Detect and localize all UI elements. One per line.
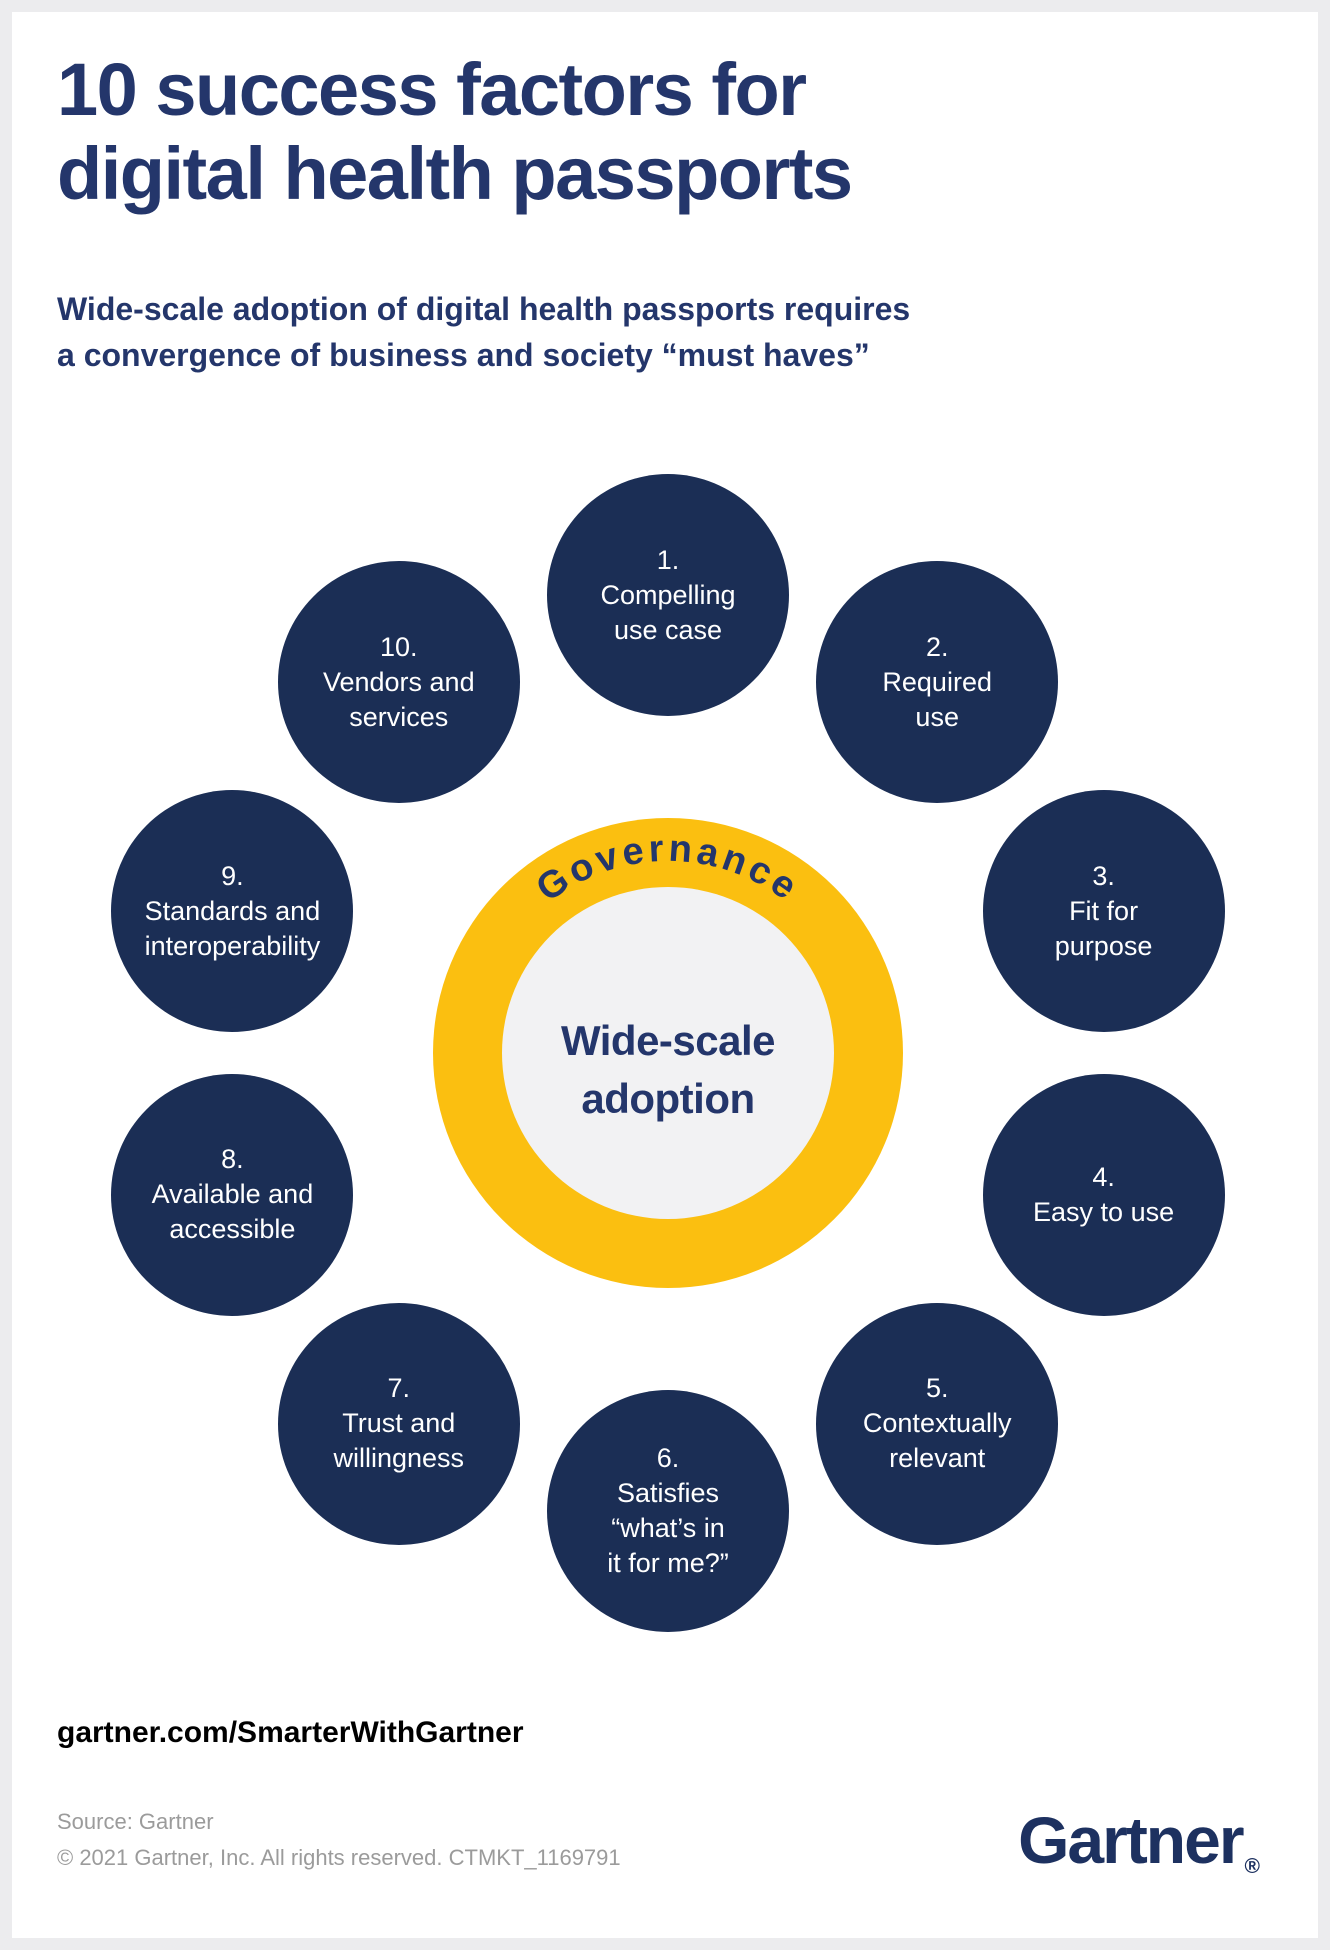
- factor-label-line: Satisfies: [616, 1478, 720, 1508]
- factor-label-line: accessible: [169, 1214, 296, 1245]
- copyright-line: © 2021 Gartner, Inc. All rights reserved…: [57, 1845, 621, 1870]
- factor-label-line: Contextually: [862, 1408, 1012, 1439]
- factor-number: 1.: [656, 544, 680, 575]
- factor-circle-1: 1. Compelling use case: [547, 474, 789, 716]
- factor-label-line: use: [915, 701, 959, 732]
- page-title-line1: 10 success factors for: [57, 48, 807, 131]
- factor-label-line: Standards and: [144, 895, 321, 926]
- governance-arc: Governance: [529, 828, 803, 911]
- factor-number: 3.: [1092, 860, 1115, 891]
- factor-label-line: it for me?”: [607, 1548, 729, 1578]
- factor-circle-8: 8. Available and accessible: [111, 1073, 354, 1316]
- center-label-line1: Wide-scale: [560, 1017, 776, 1064]
- page-subtitle: Wide-scale adoption of digital health pa…: [57, 286, 910, 378]
- factor-number: 5.: [925, 1373, 949, 1404]
- factor-label-line: interoperability: [144, 930, 321, 961]
- factor-number: 4.: [1092, 1161, 1115, 1192]
- factor-label-line: use case: [613, 614, 723, 645]
- factor-number: 8.: [221, 1144, 244, 1175]
- page-title: 10 success factors for digital health pa…: [57, 48, 853, 216]
- center-label-line2: adoption: [581, 1075, 755, 1122]
- factor-circle-6: 6. Satisfies “what’s in it for me?”: [547, 1390, 789, 1632]
- factor-circle-9: 9. Standards and interoperability: [111, 790, 354, 1033]
- footer-url: gartner.com/SmarterWithGartner: [57, 1716, 524, 1749]
- factor-circle-7: 7. Trust and willingness: [277, 1302, 520, 1545]
- source-line: Source: Gartner: [57, 1809, 214, 1834]
- factor-circle-5: 5. Contextually relevant: [816, 1302, 1059, 1545]
- factor-circle-2: 2. Required use: [816, 561, 1059, 804]
- factor-number: 9.: [221, 860, 244, 891]
- page-title-line2: digital health passports: [57, 132, 853, 215]
- factor-circle-10: 10. Vendors and services: [277, 561, 520, 804]
- factor-label-line: Vendors and: [322, 666, 475, 697]
- registered-trademark-icon: ®: [1244, 1855, 1260, 1878]
- factor-label-line: Trust and: [342, 1408, 456, 1439]
- factor-number: 6.: [656, 1443, 680, 1473]
- footer-source-block: Source: Gartner © 2021 Gartner, Inc. All…: [57, 1804, 621, 1876]
- factor-number: 10.: [380, 631, 418, 662]
- factor-label-line: services: [349, 701, 449, 732]
- page-subtitle-line1: Wide-scale adoption of digital health pa…: [57, 291, 911, 327]
- factor-label-line: willingness: [333, 1443, 465, 1474]
- factor-circle-4: 4. Easy to use: [982, 1073, 1225, 1316]
- factor-label-line: relevant: [889, 1443, 986, 1474]
- factor-label-line: Compelling: [600, 579, 736, 610]
- gartner-logo-text: Gartner: [1018, 1803, 1244, 1877]
- factor-circle-3: 3. Fit for purpose: [982, 790, 1225, 1033]
- factor-label-line: Available and: [151, 1179, 314, 1210]
- factor-label-line: Easy to use: [1033, 1196, 1175, 1227]
- factor-number: 2.: [925, 631, 949, 662]
- page-subtitle-line2: a convergence of business and society “m…: [57, 337, 870, 373]
- factor-label-line: purpose: [1054, 930, 1153, 961]
- factor-label-line: “what’s in: [611, 1513, 725, 1543]
- center-label: Wide-scale adoption: [503, 1012, 833, 1128]
- factor-label-line: Fit for: [1069, 895, 1139, 926]
- gartner-logo: Gartner®: [1018, 1802, 1260, 1878]
- factor-label-line: Required: [882, 666, 992, 697]
- factor-number: 7.: [387, 1373, 411, 1404]
- center-circle: [502, 887, 834, 1219]
